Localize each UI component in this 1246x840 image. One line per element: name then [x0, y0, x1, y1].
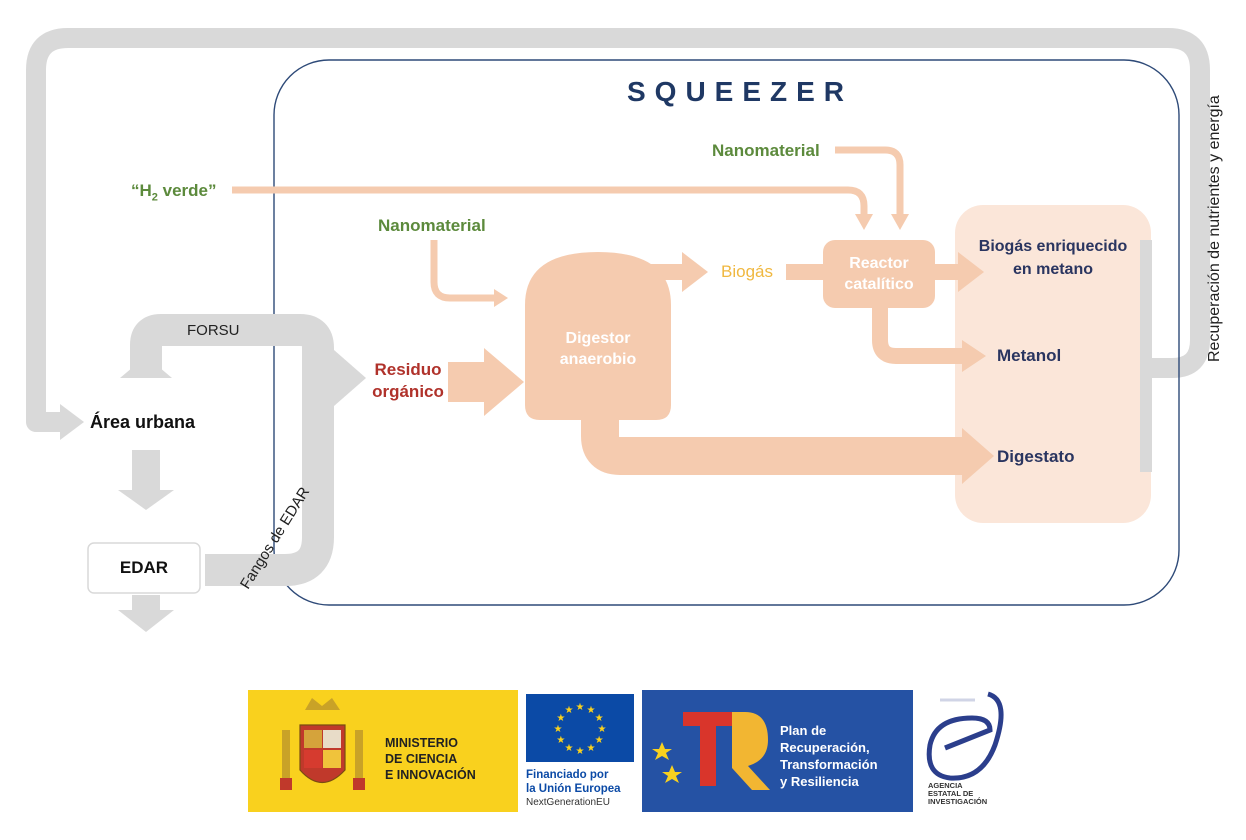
- reactor-label: Reactor catalítico: [823, 253, 935, 295]
- nanomaterial-left-line: [430, 240, 498, 302]
- forsu-flow: [130, 314, 338, 394]
- residuo-to-digestor-head: [484, 348, 524, 416]
- reactor-line1: Reactor: [849, 255, 909, 272]
- eu-star-icon: ★: [576, 746, 585, 757]
- reactor-to-enriched-head: [958, 252, 984, 292]
- edar-out-shaft: [132, 595, 160, 613]
- eu-star-icon: ★: [598, 724, 607, 735]
- edar-box: [87, 542, 201, 594]
- eu-star-icon: ★: [587, 743, 596, 754]
- tr-mark-icon: [652, 712, 770, 790]
- fangos-flow: [205, 378, 334, 586]
- plan-line1: Plan de: [780, 723, 827, 738]
- biogas-to-reactor-shaft: [786, 264, 832, 280]
- plan-line3: Transformación: [780, 757, 878, 772]
- plan-line4: y Resiliencia: [780, 774, 859, 789]
- agencia-text: AGENCIA ESTATAL DE INVESTIGACIÓN: [928, 782, 987, 806]
- eu-stars-icon: ★★★★★★★★★★★★: [554, 702, 607, 757]
- eu-star-icon: ★: [587, 705, 596, 716]
- forsu-label: FORSU: [187, 322, 240, 339]
- area-edar-shaft: [132, 450, 160, 492]
- residuo-label: Residuo orgánico: [360, 359, 456, 403]
- nanomaterial-top-line: [835, 146, 904, 222]
- ministerio-text: MINISTERIO DE CIENCIA E INNOVACIÓN: [385, 735, 476, 783]
- eu-star-icon: ★: [595, 713, 604, 724]
- digestato-label: Digestato: [997, 447, 1075, 466]
- digestor-to-digestato-line: [581, 410, 966, 475]
- nanomaterial-top-arrowhead: [891, 214, 909, 230]
- nanomaterial-top-label: Nanomaterial: [712, 141, 820, 160]
- agencia-line1: AGENCIA: [928, 781, 963, 790]
- biogas-enriquecido-label: Biogás enriquecido en metano: [963, 235, 1143, 281]
- eu-line3: NextGenerationEU: [526, 797, 610, 808]
- eu-star-icon: ★: [595, 735, 604, 746]
- eu-star-icon: ★: [554, 724, 563, 735]
- plan-line2: Recuperación,: [780, 740, 870, 755]
- eu-star-icon: ★: [556, 735, 565, 746]
- h2-prefix: “H: [131, 181, 152, 200]
- agencia-line3: INVESTIGACIÓN: [928, 797, 988, 806]
- outputs-collector-bar: [1140, 240, 1152, 472]
- residuo-to-digestor-shaft: [448, 362, 490, 402]
- digestor-line1: Digestor: [565, 330, 631, 347]
- coat-of-arms-icon: [280, 698, 365, 790]
- agencia-line2: ESTATAL DE: [928, 789, 974, 798]
- eu-star-icon: ★: [576, 702, 585, 713]
- enriquecido-line1: Biogás enriquecido: [978, 238, 1128, 255]
- residuo-line1: Residuo: [374, 360, 442, 379]
- edar-out-head: [118, 610, 174, 632]
- h2-line: [232, 186, 868, 222]
- digestor-label: Digestor anaerobio: [525, 328, 671, 370]
- digestor-anaerobio-shape: [525, 252, 671, 420]
- biogas-label: Biogás: [721, 262, 773, 281]
- ministerio-line2: DE CIENCIA: [385, 752, 458, 766]
- h2-arrowhead: [855, 214, 873, 230]
- reactor-to-metanol-line: [872, 305, 966, 364]
- edar-label: EDAR: [119, 558, 169, 577]
- ministerio-logo-bg: [248, 690, 518, 812]
- reactor-to-metanol-head: [962, 340, 986, 372]
- ministerio-line3: E INNOVACIÓN: [385, 768, 476, 782]
- digestor-line2: anaerobio: [559, 351, 637, 368]
- eu-star-icon: ★: [565, 705, 574, 716]
- plan-logo-bg: [642, 690, 913, 812]
- agencia-logo-icon: [926, 691, 1004, 781]
- h2-subscript: 2: [151, 191, 158, 204]
- reactor-to-enriched-shaft: [928, 264, 960, 280]
- nanomaterial-left-label: Nanomaterial: [378, 216, 486, 235]
- digestor-to-digestato-head: [962, 428, 994, 484]
- eu-line1: Financiado por: [526, 769, 609, 781]
- outputs-panel: [955, 205, 1151, 523]
- eu-line2: la Unión Europea: [526, 783, 621, 795]
- eu-star-icon: ★: [565, 743, 574, 754]
- forsu-arrowhead: [334, 350, 366, 406]
- eu-star-icon: ★: [556, 713, 565, 724]
- area-edar-head: [118, 490, 174, 510]
- recuperacion-label: Recuperación de nutrientes y energía: [1206, 95, 1223, 362]
- area-urbana-label: Área urbana: [90, 412, 196, 432]
- recovery-loop-arrowhead: [60, 404, 84, 440]
- eu-flag-icon: [526, 694, 634, 762]
- plan-text: Plan de Recuperación, Transformación y R…: [780, 722, 878, 790]
- recovery-loop-arrow: [26, 28, 1210, 432]
- ministerio-line1: MINISTERIO: [385, 736, 458, 750]
- squeezer-title: SQUEEZER: [626, 76, 854, 107]
- residuo-line2: orgánico: [372, 382, 444, 401]
- reactor-catalitico-shape: [823, 240, 935, 308]
- enriquecido-line2: en metano: [1012, 261, 1093, 278]
- area-up-arrowhead: [120, 356, 172, 378]
- h2-suffix: verde”: [157, 181, 217, 200]
- h2-verde-label: “H2 verde”: [131, 181, 217, 203]
- metanol-label: Metanol: [997, 346, 1062, 365]
- digestor-to-biogas-head: [682, 252, 708, 292]
- reactor-line2: catalítico: [844, 276, 914, 293]
- eu-text: Financiado por la Unión Europea NextGene…: [526, 768, 621, 810]
- nanomaterial-left-arrowhead: [494, 289, 508, 307]
